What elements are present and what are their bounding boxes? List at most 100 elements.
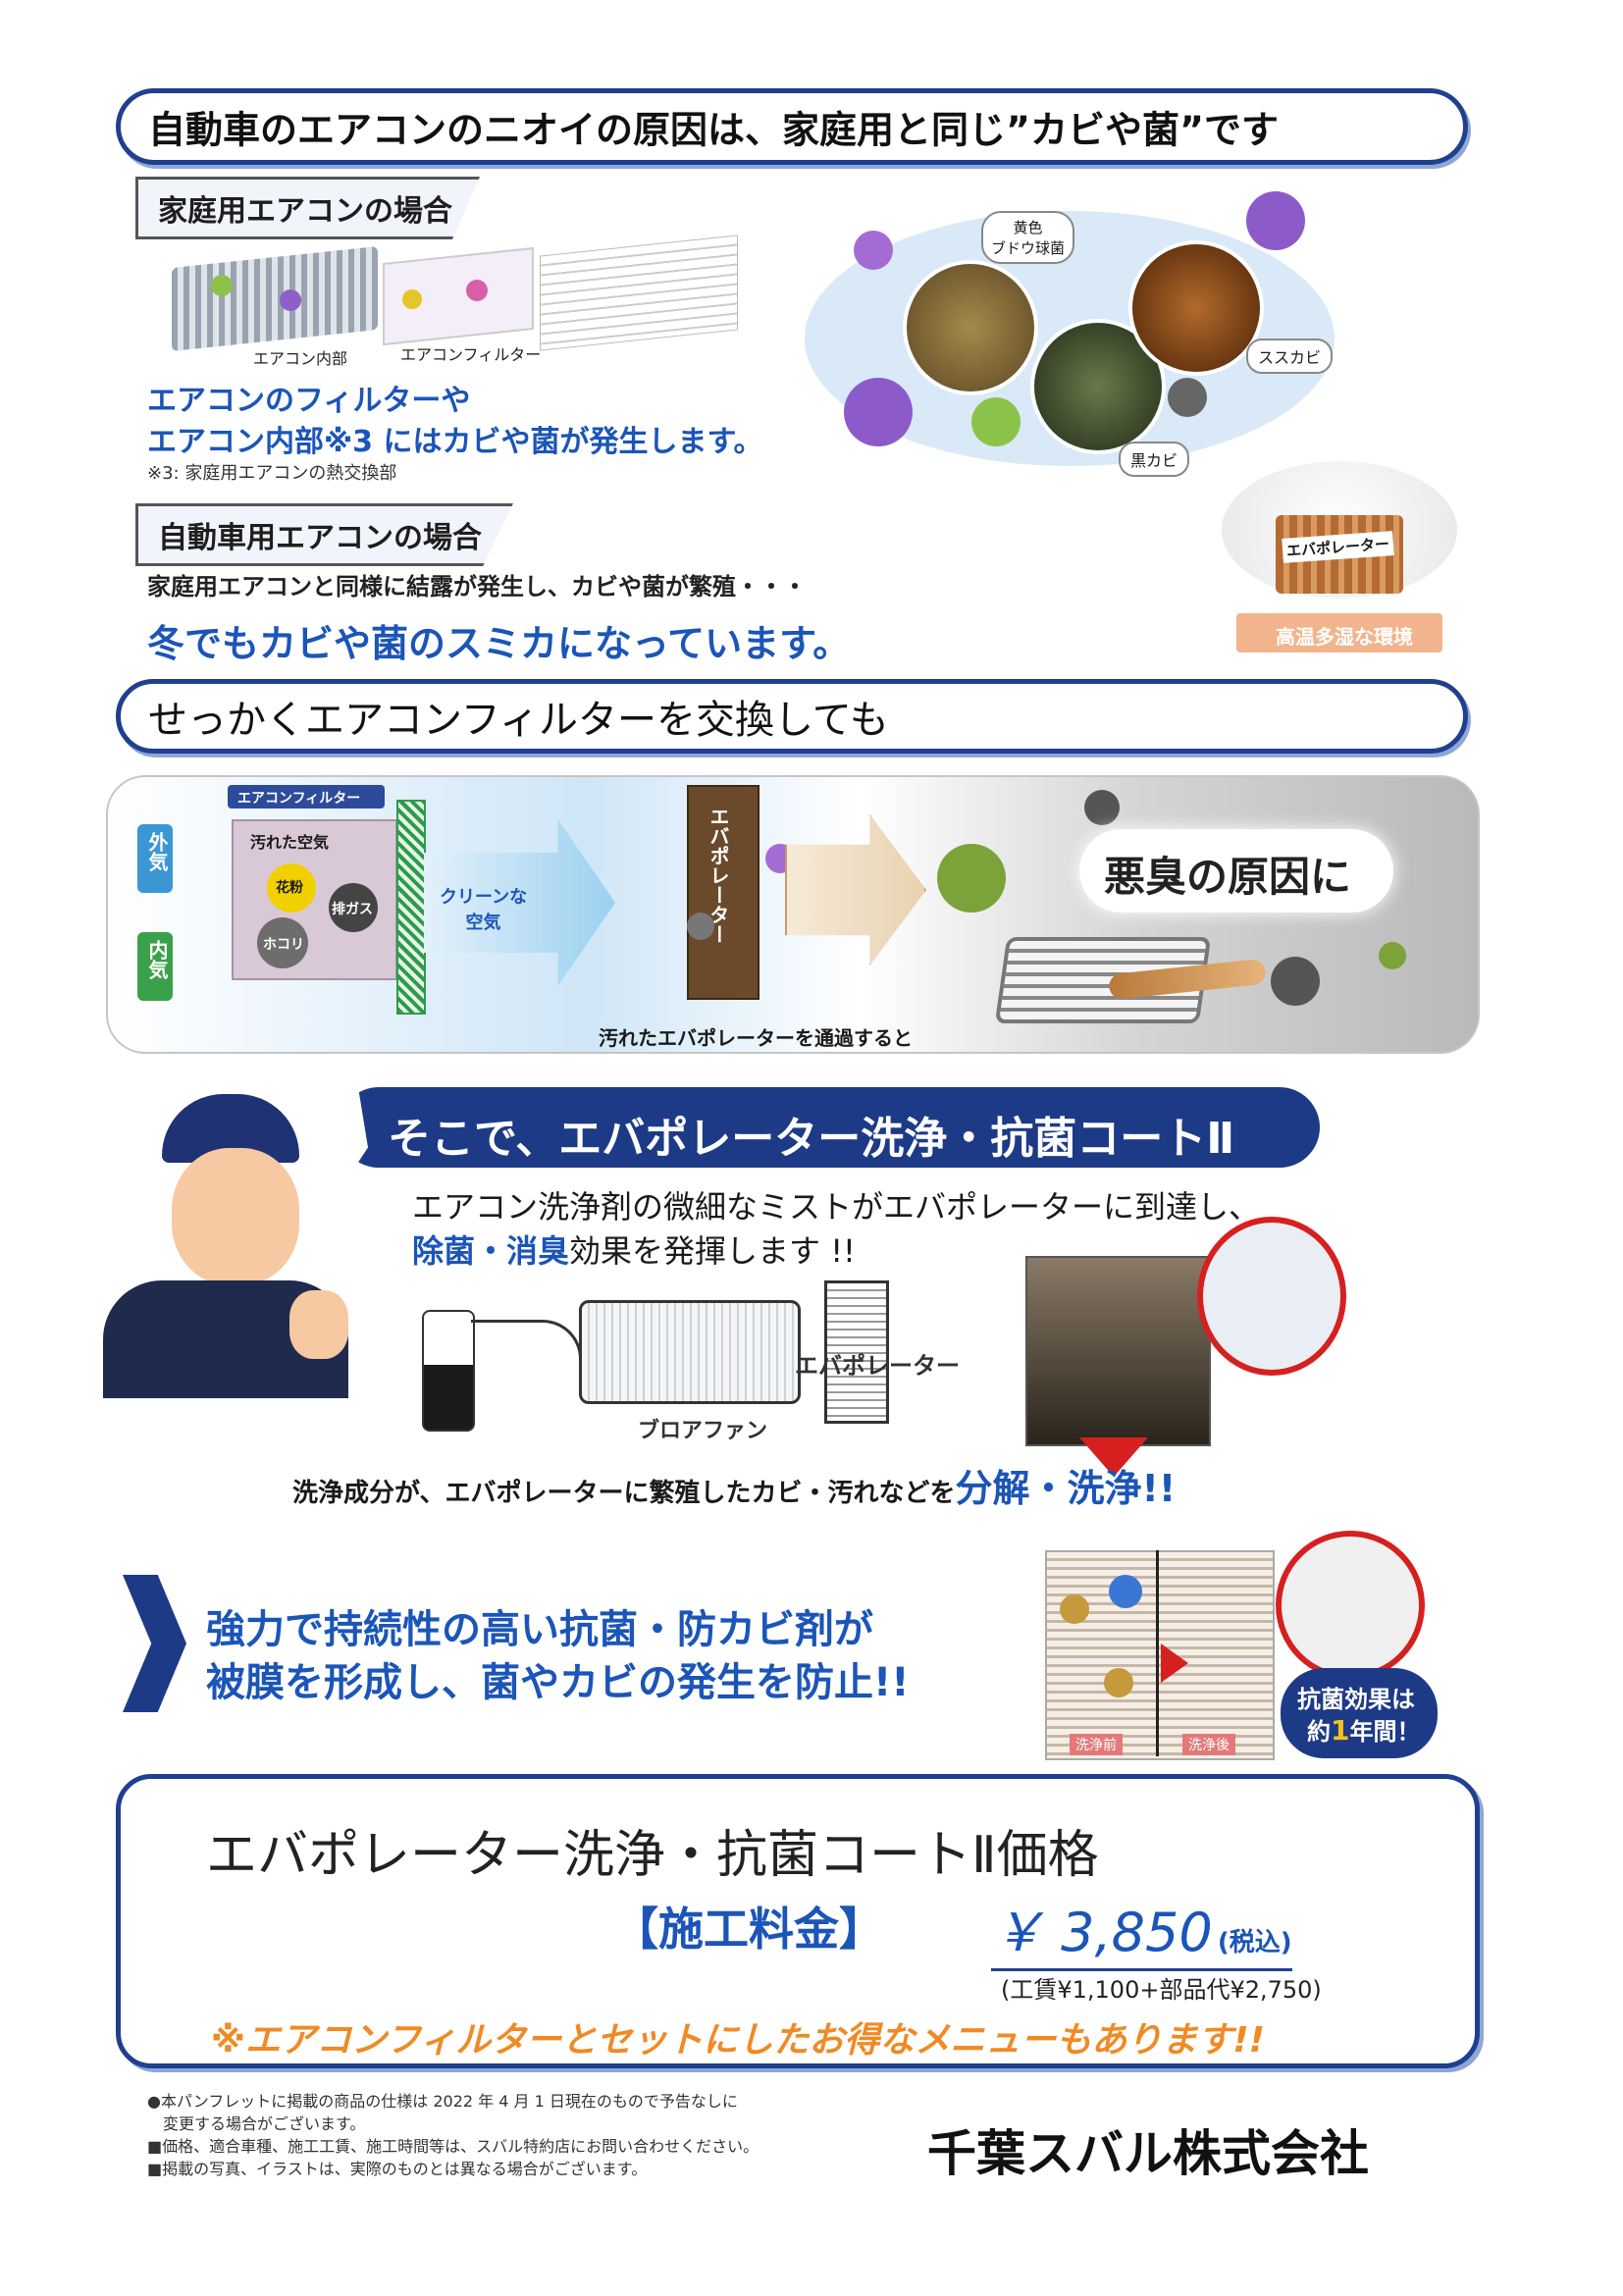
coat-line-1: 強力で持続性の高い抗菌・防カビ剤が: [206, 1607, 873, 1652]
gray-germ-evap-icon: [687, 913, 714, 940]
inside-air-label: 内気: [145, 940, 169, 979]
effect-badge: [1281, 1668, 1438, 1758]
dirty-evaporator: [687, 785, 759, 1000]
label-ac-inside: エアコン内部: [253, 349, 348, 368]
ac-coil-image: [172, 245, 378, 352]
blower-fan-box: [579, 1300, 801, 1404]
coat-zoom-bubble: [1276, 1531, 1425, 1680]
price-amount-line: ￥ 3,850 (税込): [991, 1889, 1292, 1971]
spray-can: [422, 1310, 475, 1432]
mechanic-face: [172, 1148, 299, 1285]
company-name: 千葉スバル株式会社: [927, 2125, 1369, 2182]
footer-note-3: ■価格、適合車種、施工工賃、施工時間等は、スバル特約店にお問い合わせください。: [147, 2137, 759, 2156]
price-amount: ￥ 3,850: [991, 1902, 1213, 1963]
purple-germ-small-icon: [854, 231, 893, 270]
price-title: エバポレーター洗浄・抗菌コートⅡ価格: [206, 1826, 1099, 1885]
coat-line-2: 被膜を形成し、菌やカビの発生を防止!!: [206, 1660, 910, 1705]
wash-highlight: 分解・洗浄!!: [955, 1467, 1177, 1510]
footer-note-4: ■掲載の写真、イラストは、実際のものとは異なる場合がございます。: [147, 2160, 648, 2178]
sooty-mold-image: [1128, 240, 1264, 376]
fee-label: 【施工料金】: [613, 1903, 884, 1956]
dirty-evaporator-photo: [1025, 1256, 1211, 1446]
section2-headline-box: せっかくエアコンフィルターを交換しても: [116, 679, 1468, 754]
mechanic-hand: [289, 1290, 348, 1359]
desc-highlight: 除菌・消臭: [412, 1232, 570, 1270]
yellow-germ-icon: [402, 289, 422, 309]
pollen-label: 花粉: [276, 880, 303, 896]
before-label: 洗浄前: [1070, 1734, 1123, 1755]
spray-diagram: [412, 1280, 1001, 1437]
green-germ-large-icon: [971, 397, 1021, 446]
footer-note-1: ●本パンフレットに掲載の商品の仕様は 2022 年 4 月 1 日現在のもので予…: [147, 2092, 738, 2111]
exhaust-label: 排ガス: [332, 902, 373, 917]
effect-number: 1: [1331, 1714, 1350, 1747]
section1-headline: 自動車のエアコンのニオイの原因は、家庭用と同じ”カビや菌”です: [148, 108, 1279, 152]
desc-line-1: エアコン洗浄剤の微細なミストがエバポレーターに到達し、: [412, 1188, 1261, 1226]
footer-note-2: 変更する場合がございます。: [147, 2114, 366, 2133]
effect-year: 年間！: [1349, 1718, 1421, 1746]
filter-tag-label: エアコンフィルター: [237, 791, 361, 807]
purple-devil-germ-icon: [844, 378, 913, 446]
env-label-box: [1236, 613, 1442, 652]
home-ac-illustration: [172, 235, 760, 353]
effect-line-2: 約1年間！: [1307, 1712, 1420, 1747]
odor-cause-label: 悪臭の原因に: [1104, 853, 1352, 901]
filter-tag: [228, 785, 385, 809]
wash-line: 洗浄成分が、エバポレーターに繁殖したカビ・汚れなどを分解・洗浄!!: [292, 1458, 1176, 1512]
mechanic-illustration: [103, 1094, 368, 1398]
price-note: ※エアコンフィルターとセットにしたお得なメニューもあります!!: [211, 2020, 1266, 2061]
outside-air-label: 外気: [145, 832, 169, 871]
pollen-icon: [267, 863, 316, 913]
clean-air-label: クリーンな 空気: [440, 887, 528, 933]
airflow-caption: 汚れたエバポレーターを通過すると: [599, 1026, 913, 1050]
effect-about: 約: [1307, 1718, 1331, 1746]
coat-germ-gold-2-icon: [1104, 1668, 1133, 1697]
home-text-1: エアコンのフィルターや: [147, 384, 471, 418]
spray-tube: [471, 1320, 582, 1362]
outside-air-arrow: [137, 824, 173, 893]
germ-cloud-illustration: 黄色 ブドウ球菌 ススカビ 黒カビ: [805, 172, 1354, 486]
home-text-2: エアコン内部※3 にはカビや菌が発生します。: [147, 425, 763, 459]
inside-air-arrow: [137, 932, 173, 1001]
evaporator-zoom-bubble: [1197, 1217, 1346, 1376]
filter-mesh: [396, 800, 426, 1015]
staph-culture-image: [903, 260, 1038, 395]
car-ac-tab-label: 自動車用エアコンの場合: [158, 521, 482, 555]
banner-text: そこで、エバポレーター洗浄・抗菌コートⅡ: [388, 1114, 1235, 1164]
diagram-label-evap: エバポレーター: [795, 1352, 960, 1380]
germ-label-sooty: ススカビ: [1246, 339, 1334, 374]
germ-label-staph: 黄色 ブドウ球菌: [981, 211, 1075, 264]
desc-rest: 効果を発揮します !!: [569, 1232, 856, 1270]
purple-germ-icon: [280, 289, 301, 311]
car-text: 家庭用エアコンと同様に結露が発生し、カビや菌が繁殖・・・: [147, 573, 807, 600]
dark-germ-bottom-icon: [1271, 957, 1320, 1006]
green-germ-icon: [211, 275, 233, 296]
section2-headline: せっかくエアコンフィルターを交換しても: [148, 698, 889, 743]
home-ac-tab-label: 家庭用エアコンの場合: [158, 194, 452, 229]
price-box: [116, 1774, 1480, 2068]
purple-devil-germ-right-icon: [1246, 191, 1305, 250]
section1-headline-box: 自動車のエアコンのニオイの原因は、家庭用と同じ”カビや菌”です: [116, 88, 1468, 165]
diagram-label-fan: ブロアファン: [638, 1419, 768, 1443]
coat-germ-gold-icon: [1060, 1594, 1089, 1624]
navy-arrow-icon: [123, 1575, 186, 1712]
desc-line-2: 除菌・消臭効果を発揮します !!: [412, 1226, 856, 1272]
after-label: 洗浄後: [1182, 1734, 1235, 1755]
coat-germ-blue-icon: [1109, 1575, 1142, 1608]
dirty-air-label: 汚れた空気: [250, 833, 330, 852]
footer-notes: ●本パンフレットに掲載の商品の仕様は 2022 年 4 月 1 日現在のもので予…: [147, 2090, 759, 2180]
dark-germ-top-icon: [1084, 790, 1120, 825]
small-green-germ-icon: [1379, 942, 1406, 969]
price-tax: (税込): [1217, 1928, 1292, 1957]
before-after-divider: [1156, 1550, 1159, 1756]
dust-label: ホコリ: [263, 937, 304, 953]
gray-germ-icon: [1168, 378, 1207, 417]
footnote-3: ※3: 家庭用エアコンの熱交換部: [147, 463, 397, 484]
germ-label-black: 黒カビ: [1119, 442, 1190, 477]
price-breakdown: (工賃¥1,100+部品代¥2,750): [1001, 1976, 1322, 2004]
home-ac-tab: 家庭用エアコンの場合: [135, 177, 480, 239]
car-highlight: 冬でもカビや菌のスミカになっています。: [147, 622, 851, 665]
banner-bubble: [339, 1087, 1320, 1168]
before-after-photo: [1045, 1550, 1275, 1760]
car-ac-tab: 自動車用エアコンの場合: [135, 503, 513, 566]
